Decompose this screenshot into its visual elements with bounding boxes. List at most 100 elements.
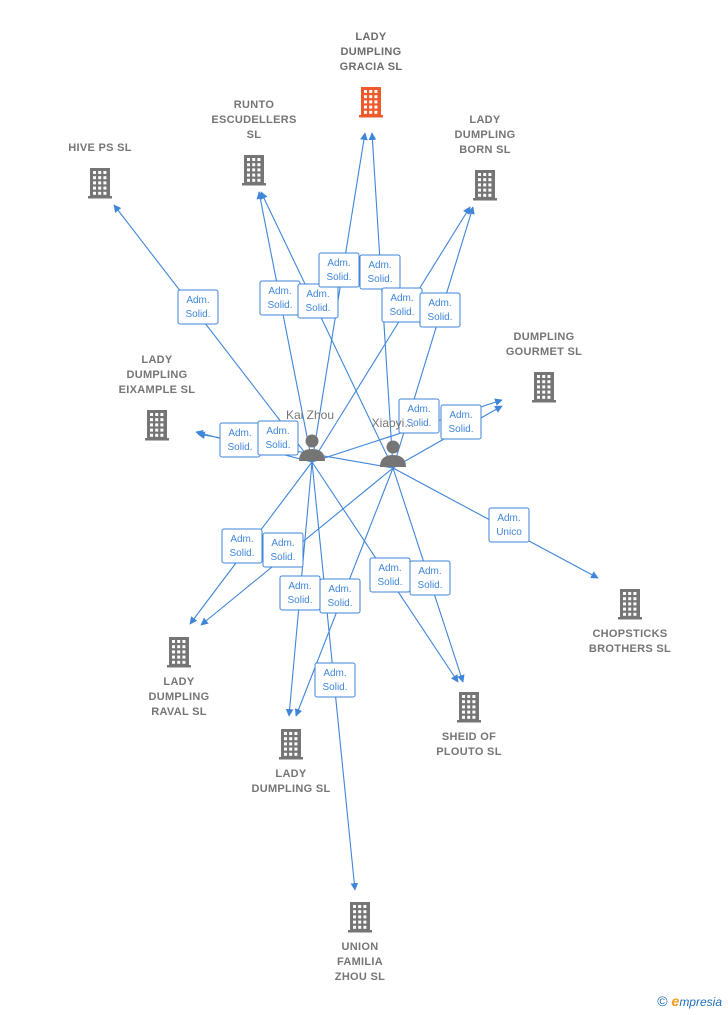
relation-role-text: Adm. [186, 295, 209, 306]
relation-label-box [398, 398, 440, 434]
person-name: Xiaoyi... [372, 416, 415, 430]
building-icon [532, 372, 556, 403]
relation-role-text: Solid. [229, 548, 254, 559]
relation-label-box [440, 404, 482, 440]
relation-label-xiaoyi-born[interactable]: Adm.Solid. [419, 292, 461, 328]
person-icon [380, 440, 406, 467]
relation-role-text: Solid. [389, 307, 414, 318]
relation-label-box [177, 289, 219, 325]
building-icon [167, 637, 191, 668]
relation-role-text: Solid. [327, 598, 352, 609]
company-name-line: DUMPLING [513, 331, 574, 343]
person-node-kai[interactable]: Kai Zhou [286, 408, 334, 461]
relation-edge-kai-runto [256, 191, 313, 463]
relation-label-kai-union[interactable]: Adm.Solid. [314, 662, 356, 698]
company-node-hive[interactable]: HIVE PS SL [68, 142, 132, 199]
company-name-line: SHEID OF [442, 731, 496, 743]
relation-label-kai-hive[interactable]: Adm.Solid. [177, 289, 219, 325]
relation-label-box [221, 528, 263, 564]
empresia-logo: empresia [671, 993, 722, 1009]
relation-role-text: Solid. [265, 440, 290, 451]
relation-label-xiaoyi-raval[interactable]: Adm. Solid. [262, 532, 304, 568]
building-icon [473, 170, 497, 201]
building-icon [242, 155, 266, 186]
company-name-line: FAMILIA [337, 956, 383, 968]
relation-role-text: Adm. [266, 426, 289, 437]
company-name-line: RAVAL SL [151, 706, 207, 718]
relation-label-kai-gourmet[interactable]: Adm. Solid. [398, 398, 440, 434]
relation-role-text: Solid. [287, 595, 312, 606]
relation-label-kai-raval[interactable]: Adm.Solid. [221, 528, 263, 564]
relation-label-kai-sheid[interactable]: Adm.Solid. [369, 557, 411, 593]
company-name-line: LADY [469, 114, 501, 126]
relation-role-text: Adm. [407, 404, 430, 415]
relation-role-text: Solid. [417, 580, 442, 591]
edge-labels-layer: Adm. Solid. Adm. Solid. Adm. Solid. Adm. Solid.… [177, 252, 530, 698]
relation-label-xiaoyi-ladysl[interactable]: Adm. Solid. [319, 578, 361, 614]
company-name-line: GRACIA SL [340, 61, 403, 73]
relation-role-text: Adm. [271, 538, 294, 549]
company-name-line: BORN SL [459, 144, 511, 156]
copyright-symbol: © [657, 993, 668, 1009]
relation-label-xiaoyi-gracia[interactable]: Adm.Solid. [359, 254, 401, 290]
relation-label-kai-eixample[interactable]: Adm.Solid. [219, 422, 261, 458]
relation-label-xiaoyi-eixample[interactable]: Adm. Solid. [257, 420, 299, 456]
relation-role-text: Adm. [390, 293, 413, 304]
building-icon [145, 410, 169, 441]
company-name-line: UNION [342, 941, 379, 953]
relation-label-box [409, 560, 451, 596]
relation-role-text: Adm. [323, 668, 346, 679]
relation-edge-kai-born [311, 206, 471, 463]
relation-role-text: Solid. [270, 552, 295, 563]
relation-label-box [359, 254, 401, 290]
relation-label-xiaoyi-runto[interactable]: Adm. Solid. [297, 283, 339, 319]
relation-label-kai-runto[interactable]: Adm. Solid. [259, 280, 301, 316]
company-name-line: DUMPLING SL [251, 783, 330, 795]
relation-edge-xiaoyi-runto [260, 191, 394, 469]
relation-role-text: Solid. [267, 300, 292, 311]
relation-role-text: Solid. [305, 303, 330, 314]
person-node-xiaoyi[interactable]: Xiaoyi... [372, 416, 415, 467]
relation-label-xiaoyi-chopsticks[interactable]: Adm. Unico [488, 507, 530, 543]
building-icon [348, 902, 372, 933]
relation-role-text: Solid. [406, 418, 431, 429]
company-name-line: ESCUDELLERS [211, 114, 296, 126]
relation-role-text: Adm. [368, 260, 391, 271]
relation-label-xiaoyi-sheid[interactable]: Adm. Solid. [409, 560, 451, 596]
relation-role-text: Solid. [377, 577, 402, 588]
relation-role-text: Solid. [227, 442, 252, 453]
relation-label-kai-gracia[interactable]: Adm.Solid. [318, 252, 360, 288]
relation-role-text: Adm. [328, 584, 351, 595]
relation-label-kai-born[interactable]: Adm. Solid. [381, 287, 423, 323]
relation-label-box [318, 252, 360, 288]
relation-role-text: Adm. [306, 289, 329, 300]
relation-label-box [319, 578, 361, 614]
relation-label-box [419, 292, 461, 328]
relation-label-box [262, 532, 304, 568]
company-name-line: LADY [141, 354, 173, 366]
relation-role-text: Adm. [288, 581, 311, 592]
relation-role-text: Unico [496, 527, 522, 538]
relation-role-text: Adm. [268, 286, 291, 297]
relation-label-kai-ladysl[interactable]: Adm. Solid. [279, 575, 321, 611]
person-icon [299, 434, 325, 461]
relation-role-text: Adm. [418, 566, 441, 577]
relation-role-text: Solid. [448, 424, 473, 435]
relation-role-text: Adm. [497, 513, 520, 524]
relation-label-box [297, 283, 339, 319]
company-name-line: DUMPLING [126, 369, 187, 381]
relation-label-box [257, 420, 299, 456]
relation-label-xiaoyi-gourmet[interactable]: Adm.Solid. [440, 404, 482, 440]
company-name-line: LADY [355, 31, 387, 43]
